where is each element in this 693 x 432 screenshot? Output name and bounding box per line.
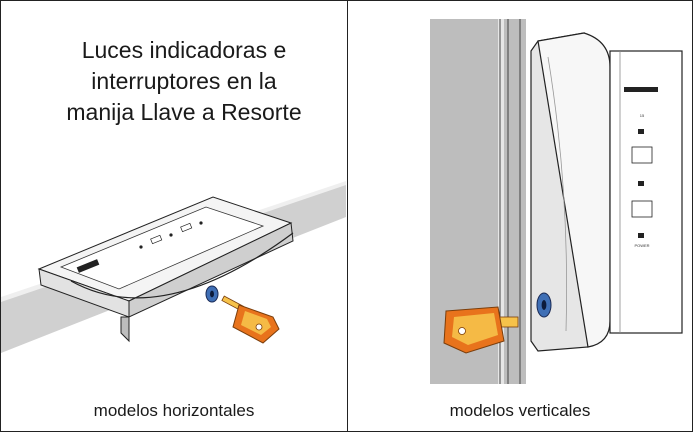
heading-line-1: Luces indicadoras e: [81, 37, 287, 63]
door-gap-highlight: [498, 19, 504, 384]
vertical-models-panel: 15 POWER modelos verticales: [348, 1, 692, 431]
heading-line-3: manija Llave a Resorte: [66, 99, 302, 125]
panel-divider: [347, 1, 348, 431]
brand-logo: [624, 87, 658, 92]
heading-line-2: interruptores en la: [91, 68, 277, 94]
handle-skirt: [120, 316, 130, 343]
indicator-light: [638, 181, 644, 186]
control-panel-surface: [59, 206, 265, 290]
alarm-off-button[interactable]: [631, 146, 653, 164]
power-label: POWER: [634, 243, 649, 248]
vertical-freezer-illustration: 15 POWER: [430, 19, 683, 384]
fast-freeze-button[interactable]: [180, 222, 193, 233]
caption-vertical-models: modelos verticales: [449, 401, 591, 420]
grip-highlight: [547, 56, 568, 332]
spring-key-icon: [443, 306, 519, 354]
caption-horizontal-models: modelos horizontales: [93, 401, 255, 420]
horizontal-freezer-illustration: [1, 181, 346, 353]
brand-logo: [76, 259, 100, 273]
model-number: 15: [640, 113, 645, 118]
control-panel-front: [609, 50, 683, 334]
horizontal-models-panel: Luces indicadoras e interruptores en la …: [1, 1, 347, 431]
handle-front-right: [128, 222, 294, 318]
power-indicator-light: [638, 233, 644, 238]
indicator-light: [199, 221, 203, 225]
indicator-light: [169, 233, 173, 237]
keyhole-icon: [210, 290, 214, 298]
fast-freeze-button[interactable]: [631, 200, 653, 218]
indicator-light: [638, 129, 644, 134]
handle-grip-curve: [70, 232, 294, 299]
alarm-off-button[interactable]: [150, 234, 163, 245]
heading: Luces indicadoras e interruptores en la …: [21, 35, 347, 128]
indicator-light: [139, 245, 143, 249]
spring-key-icon: [221, 295, 280, 344]
keyhole-icon: [541, 300, 547, 310]
